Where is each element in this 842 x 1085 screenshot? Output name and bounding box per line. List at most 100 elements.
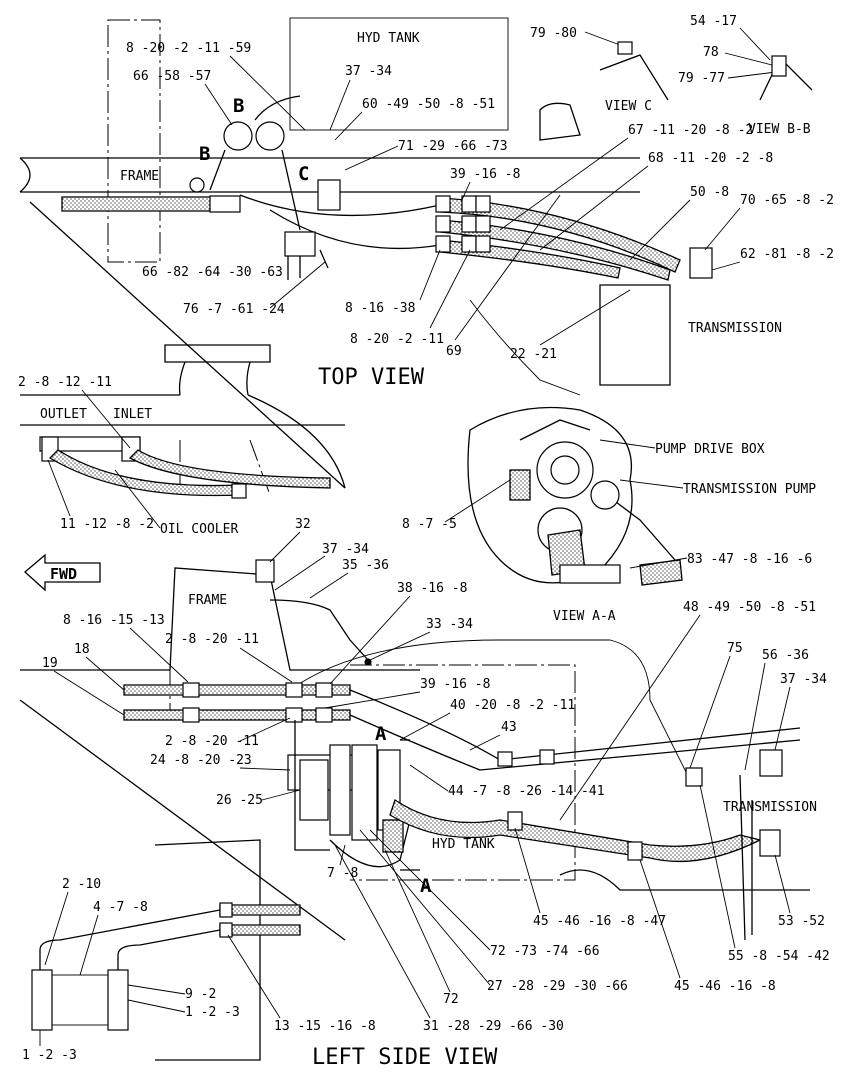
leader [559,614,701,821]
leader [239,647,293,683]
transmission-outline [599,284,671,386]
valve-ports [287,249,329,280]
leader [261,789,301,801]
pump-hub [550,455,580,485]
callout: 22 -21 [510,347,557,362]
callout: 13 -15 -16 -8 [274,1019,376,1034]
cooler-outline [20,394,346,489]
leader [499,137,629,231]
leader [599,439,656,449]
leader [429,249,471,329]
callout: 37 -34 [780,672,827,687]
pump-fitting [559,564,621,584]
cooler-end [31,969,53,1031]
leader [127,984,186,995]
leader [127,999,186,1013]
leader [309,572,349,599]
leader [629,557,688,569]
line-to-trans-2 [349,714,801,771]
line-to-trans-1 [349,689,801,761]
callout: 2 -8 -20 -11 [165,632,259,647]
leader [699,784,736,949]
transmission-base [559,869,810,891]
section-line-side [19,699,346,941]
view-marker-b: B [233,95,244,117]
hyd-tank-label: HYD TANK [357,31,420,46]
callout: 76 -7 -61 -24 [183,302,285,317]
fitting [209,195,241,213]
callout: 69 [446,344,462,359]
leader [239,717,291,742]
callout: 7 -8 [327,866,358,881]
leader [689,655,731,769]
leader [53,670,125,716]
callout: 60 -49 -50 -8 -51 [362,97,495,112]
trans-fitting-side [759,829,781,857]
view-marker-a: A [375,723,387,745]
callout: 19 [42,656,58,671]
callout: 62 -81 -8 -2 [740,247,834,262]
valve-block [284,231,316,257]
filter-block [299,759,329,821]
callout: 45 -46 -16 -8 [674,979,776,994]
breather-line [254,95,301,121]
callout: 18 [74,642,90,657]
callout: 2 -10 [62,877,101,892]
view-bb: 54 -17 78 79 -77 VIEW B-B [678,14,813,137]
callout: 37 -34 [322,542,369,557]
view-bb-fitting [771,55,787,77]
fwd-label: FWD [50,565,77,583]
leader [269,261,326,309]
fitting [539,749,555,765]
hyd-tank-outline [289,17,509,131]
pump-drive-box-label: PUMP DRIVE BOX [655,442,765,457]
leader [639,859,681,979]
valve-ring [255,121,285,151]
fitting [285,682,303,698]
callout: 1 -2 -3 [22,1048,77,1063]
leader [239,767,291,771]
leader [229,55,306,131]
leader [44,891,69,966]
view-aa-title: VIEW A-A [553,609,616,624]
fitting [461,195,477,213]
fitting [435,195,451,213]
pump-drive-box [467,406,633,584]
fitting [461,235,477,253]
callout: 8 -7 -5 [402,517,457,532]
leader [774,854,791,914]
leader [619,479,684,489]
fitting [315,707,333,723]
oil-cooler-detail: 2 -8 -12 -11 OUTLET INLET 11 -12 -8 -2 O… [18,344,346,537]
leader [274,555,326,591]
view-bb-title: VIEW B-B [748,122,811,137]
callout: 37 -34 [345,64,392,79]
leader [79,914,99,976]
top-view-title: TOP VIEW [318,365,425,390]
pump-hose-stub [509,469,531,501]
leader [329,595,411,685]
cooler-end [107,969,129,1031]
tank-cap [539,102,581,141]
filter-hose [382,819,404,853]
callout: 39 -16 -8 [450,167,520,182]
callout: 8 -16 -38 [345,301,415,316]
hyd-tank-label-side: HYD TANK [432,837,495,852]
callout: 66 -82 -64 -30 -63 [142,265,283,280]
loop-pipe [329,819,411,868]
clamp [182,707,200,723]
leader [399,712,451,741]
leader [339,844,346,866]
dipstick [739,774,753,941]
line-1 [239,194,441,217]
leader [469,734,501,751]
leader [334,844,431,1019]
view-c-bracket [599,54,669,101]
leader [204,83,233,126]
clip [364,658,372,666]
left-side-view-title: LEFT SIDE VIEW [312,1045,498,1070]
pump-inlet [519,419,591,441]
frame-break [19,157,31,193]
